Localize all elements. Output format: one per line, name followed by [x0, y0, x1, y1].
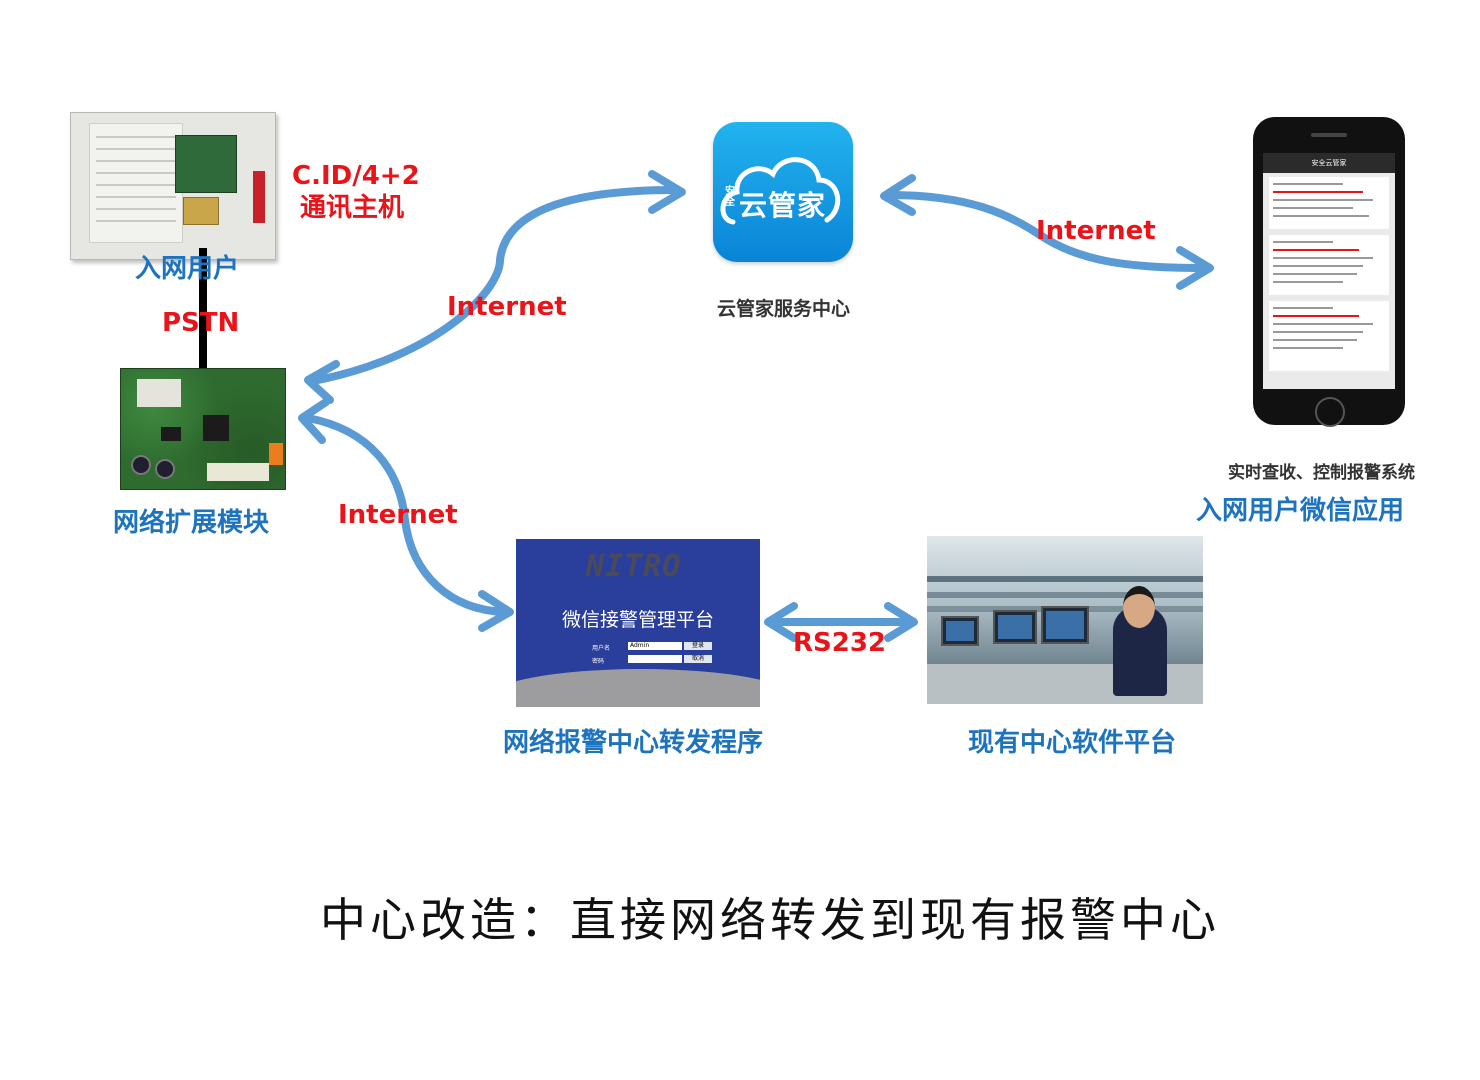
wiring-sheet — [89, 123, 183, 243]
module-sticker — [137, 379, 181, 407]
cid-label: C.ID/4+2 通讯主机 — [292, 160, 420, 224]
arrowhead-cloud-right — [880, 174, 916, 216]
network-module-image — [120, 368, 286, 490]
arrowhead-module-bottom — [298, 398, 330, 444]
nitro-title: 微信接警管理平台 — [561, 609, 714, 631]
operator-head — [1123, 586, 1155, 628]
user-node-label: 入网用户 — [135, 254, 240, 284]
cloud-icon-text: 云管家 — [739, 189, 827, 222]
cid-label-line1: C.ID/4+2 — [292, 161, 420, 191]
module-chip-2 — [161, 427, 181, 441]
arrowhead-cloud-left — [648, 170, 686, 214]
nitro-bottom-wave — [516, 669, 760, 707]
nitro-user-field[interactable]: Admin — [628, 642, 682, 650]
nitro-user-label: 用户名 — [592, 645, 611, 652]
module-label-text: 网络扩展模块 — [113, 508, 270, 538]
phone-card — [1269, 177, 1389, 229]
cloud-center-label: 云管家服务中心 — [717, 298, 851, 320]
phone-header: 安全云管家 — [1263, 153, 1395, 173]
arrowhead-module-top — [304, 360, 340, 404]
arrowhead-nitro-right — [764, 602, 798, 642]
monitor — [1041, 606, 1089, 644]
nitro-pass-field[interactable] — [628, 655, 682, 663]
phone-card — [1269, 301, 1389, 371]
module-capacitor-2 — [155, 459, 175, 479]
internet-label-bottom: Internet — [338, 500, 458, 530]
phone-desc-label: 实时查收、控制报警系统 — [1228, 463, 1415, 483]
module-label — [207, 463, 269, 481]
nitro-login-button[interactable]: 登录 — [684, 642, 712, 650]
phone-home-button — [1315, 397, 1345, 427]
cloud-icon-small-text: 安全 — [725, 186, 735, 208]
relay-program-label: 网络报警中心转发程序 — [503, 728, 764, 758]
phone-app-label: 入网用户微信应用 — [1196, 496, 1405, 526]
control-center-photo — [927, 536, 1203, 704]
pstn-label: PSTN — [162, 308, 240, 338]
internet-label-top: Internet — [447, 292, 567, 322]
panel-brand-stripe — [253, 171, 265, 223]
nitro-pass-label: 密码 — [592, 658, 605, 665]
cloud-icon — [720, 157, 841, 225]
monitor — [993, 610, 1037, 644]
arrow-cloud-phone — [886, 191, 1209, 272]
cid-label-line2: 通讯主机 — [300, 193, 405, 223]
internet-label-right: Internet — [1036, 216, 1156, 246]
center-platform-label: 现有中心软件平台 — [968, 728, 1177, 758]
bottom-caption: 中心改造：直接网络转发到现有报警中心 — [320, 893, 1220, 947]
arrowhead-center — [884, 602, 918, 642]
relay-program-screen: NITRO 微信接警管理平台 用户名 Admin 登录 密码 取消 — [516, 539, 760, 707]
nitro-cancel-button[interactable]: 取消 — [684, 655, 712, 663]
panel-transformer — [183, 197, 219, 225]
module-capacitor — [131, 455, 151, 475]
rs232-label: RS232 — [793, 628, 887, 658]
arrowhead-nitro — [478, 590, 514, 632]
phone-image: 安全云管家 — [1253, 117, 1405, 427]
alarm-panel-image — [70, 112, 276, 260]
module-terminal — [269, 443, 283, 465]
monitor — [941, 616, 979, 646]
cloud-app-icon: 云管家 安全 — [713, 122, 853, 262]
pstn-line — [199, 248, 207, 370]
module-chip — [203, 415, 229, 441]
arrow-module-nitro — [304, 414, 509, 616]
phone-card — [1269, 235, 1389, 295]
phone-screen: 安全云管家 — [1263, 153, 1395, 389]
arrow-module-cloud — [314, 186, 679, 384]
panel-circuit-board — [175, 135, 237, 193]
phone-speaker — [1311, 133, 1347, 137]
nitro-logo: NITRO — [586, 549, 682, 584]
arrowhead-phone — [1176, 246, 1214, 290]
